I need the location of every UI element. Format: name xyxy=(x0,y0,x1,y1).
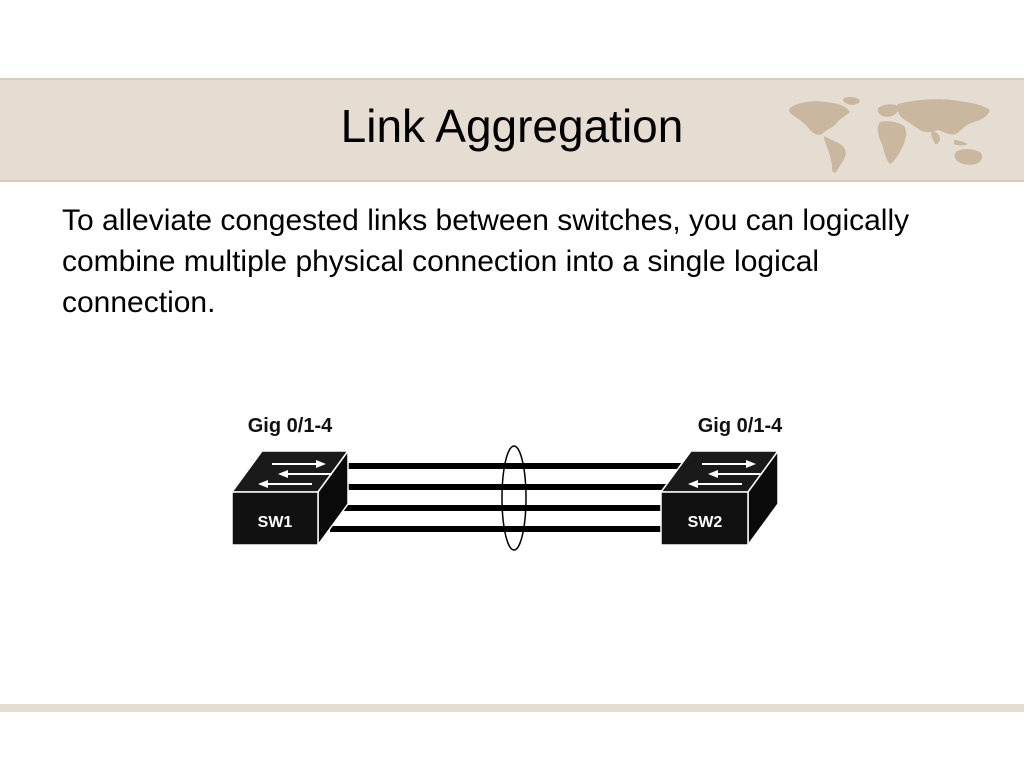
body-paragraph: To alleviate congested links between swi… xyxy=(62,204,910,319)
switch-name: SW2 xyxy=(688,514,723,531)
switch-arrows-icon xyxy=(688,460,762,488)
footer-rule xyxy=(0,704,1024,712)
logical-bundle-ellipse xyxy=(501,445,527,551)
port-label-left: Gig 0/1-4 xyxy=(248,415,333,437)
slide-title: Link Aggregation xyxy=(340,100,684,152)
switch-front xyxy=(231,491,319,546)
world-map-icon xyxy=(789,97,990,173)
switch-arrows-icon xyxy=(258,460,332,488)
physical-links xyxy=(330,463,690,532)
title-band xyxy=(0,78,1024,182)
switch-sw2: SW2 xyxy=(659,448,780,548)
switch-front xyxy=(660,491,749,546)
switch-sw1: SW1 xyxy=(230,448,350,548)
port-label-right: Gig 0/1-4 xyxy=(698,415,783,437)
switch-name: SW1 xyxy=(258,514,293,531)
